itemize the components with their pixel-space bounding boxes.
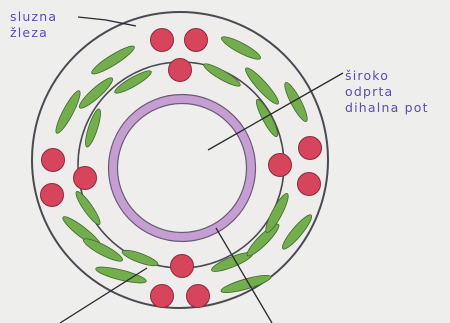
gland <box>185 29 208 52</box>
airway-label-line-1: široko <box>345 68 429 84</box>
airway-lumen <box>118 104 247 233</box>
gland <box>169 59 192 82</box>
gland <box>41 184 64 207</box>
gland <box>151 285 174 308</box>
gland <box>42 149 65 172</box>
gland <box>171 255 194 278</box>
airway-label-line-3: dihalna pot <box>345 100 429 116</box>
gland-label: sluzna žleza <box>10 9 57 41</box>
gland <box>269 154 292 177</box>
gland <box>298 173 321 196</box>
gland <box>74 167 97 190</box>
gland <box>151 29 174 52</box>
gland-label-line-2: žleza <box>10 25 57 41</box>
gland-label-line-1: sluzna <box>10 9 57 25</box>
gland <box>187 285 210 308</box>
gland <box>299 137 322 160</box>
airway-label-line-2: odprta <box>345 84 429 100</box>
airway-label: široko odprta dihalna pot <box>345 68 429 116</box>
